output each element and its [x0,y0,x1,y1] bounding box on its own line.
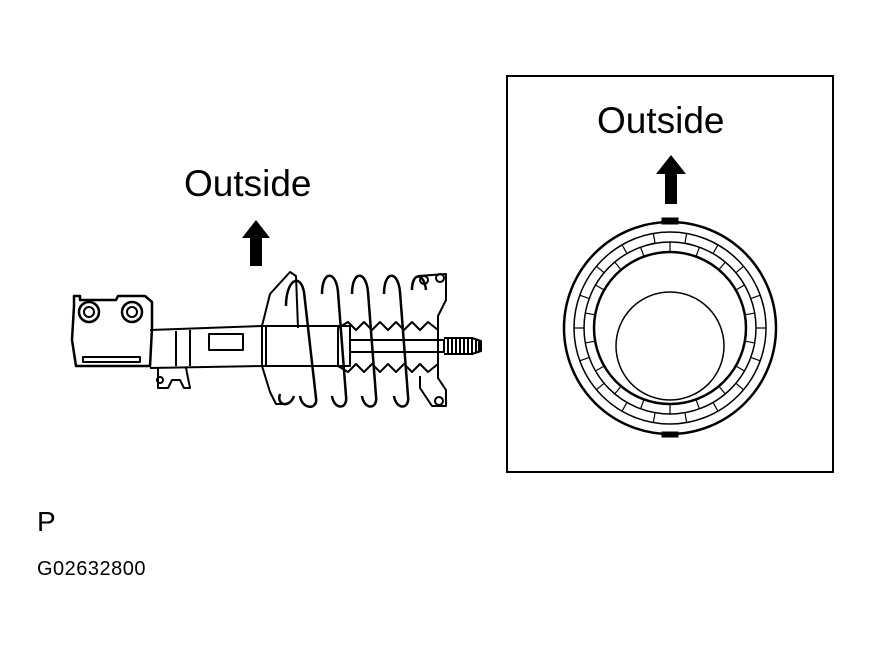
bracket-bolt-hole [126,306,138,318]
strut-assembly [70,271,482,408]
ring-hatch [735,365,745,372]
ring-hatch [652,412,656,423]
bracket-bolt-hole [77,300,101,324]
spring-insulator [562,217,778,438]
ring-hatch [596,382,605,391]
ring-hatch [735,382,744,391]
strut-label-plate [208,333,244,351]
ring-hatch [695,246,700,257]
ring-hatch [744,340,755,344]
ring-hatch [595,365,605,372]
ring-hatch [718,261,726,271]
ring-hatch [684,412,688,423]
ring-hatch [596,265,605,274]
figure-code: G02632800 [37,558,147,580]
ring-hatch [712,402,719,412]
ring-hatch [621,244,628,254]
ring-hatch [585,340,596,344]
center-hole [615,291,725,401]
ring-hatch [640,399,645,410]
ring-hatch [652,233,656,244]
ring-hatch [585,312,596,316]
ring-hatch [614,385,622,395]
outside-label: Outside [184,163,312,204]
ring-hatch [718,385,726,395]
ring-hatch [712,244,719,254]
ring-hatch [614,261,622,271]
insulator-view-frame [506,75,834,473]
ring-hatch [579,356,590,362]
bracket-bolt-hole [120,300,144,324]
ring-hatch [735,265,744,274]
ring-hatch [640,246,645,257]
strut-tube [149,325,263,369]
dust-boot [337,321,439,373]
lower-spring-seat [261,271,299,329]
ring-hatch [621,402,628,412]
knuckle-bracket [70,294,154,368]
ring-hatch [750,356,761,362]
ring-hatch [735,284,745,291]
bracket-bolt-hole [83,306,95,318]
bottom-mark [661,431,679,438]
ring-hatch [750,294,761,300]
outside-label: Outside [597,100,725,141]
upper-spring-seat [417,273,447,407]
ring-hatch [744,312,755,316]
ring-hatch [684,233,688,244]
ring-hatch [695,399,700,410]
up-arrow-icon [656,155,686,204]
piston-rod [349,339,445,353]
view-code: P [37,506,56,537]
top-mark [661,217,679,225]
coil-spring [278,274,428,408]
up-arrow-icon [242,220,270,266]
ring-hatch [579,294,590,300]
ring-hatch [595,284,605,291]
